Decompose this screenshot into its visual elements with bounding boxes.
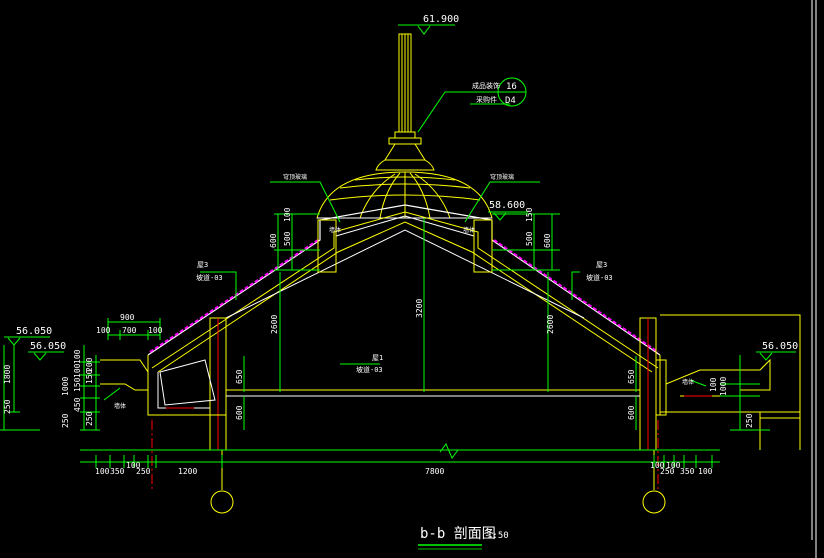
dim-bot-7800: 7800 [425,467,444,476]
dim-left-250b: 250 [85,411,94,426]
dim-bot-100b: 100 [126,461,141,470]
lintel-note-right: 墙体 [463,226,475,234]
dim-right-100: 100 [709,377,718,392]
dim-left-1800: 1800 [3,365,12,384]
dim-bot-250-left: 250 [136,467,151,476]
dim-int-600-left: 600 [235,405,244,420]
dim-bot-100c: 100 [650,461,665,470]
elevation-markers [4,24,796,361]
roof-left-note-2: 坡道-03 [196,273,223,282]
axis-grid [151,420,659,490]
dim-int-600-right: 600 [627,405,636,420]
dim-bot-250: 250 [660,467,675,476]
floor-note-2: 坡道-03 [356,365,383,374]
finial-note-2: 采购件 [476,95,497,104]
elev-eave-left: 56.050 [16,326,52,337]
roof-left-note-1: 屋3 [197,261,208,269]
finial [375,33,435,171]
dome-note-left: 穹顶玻璃 [283,173,307,181]
dim-wall-2600-right: 2600 [546,315,555,334]
dim-left-100b: 100 [73,349,82,364]
drawing-title-block: b-b 剖面图 1:50 [418,526,509,550]
axis-bubble-right [642,490,666,514]
floor-note-1: 屋1 [372,354,383,362]
dim-left-250c: 250 [61,413,70,428]
dim-left-200: 200 [85,357,94,372]
elev-ridge: 58.600 [489,200,525,211]
drawing-title: b-b 剖面图 [420,526,496,542]
roof-right-note-1: 屋3 [596,261,607,269]
detail-sheet: D4 [505,96,516,106]
elev-eave-right: 56.050 [762,341,798,352]
finial-note-1: 成品装饰 [472,81,500,90]
lintel-note-left: 墙体 [329,226,341,234]
dim-bot-350b: 350 [680,467,695,476]
axis-bubble-left [210,490,234,514]
dim-top-700: 700 [122,326,137,335]
dim-dome-right-500: 500 [525,231,534,246]
dim-bot-1200: 1200 [178,467,197,476]
dim-dome-right-600: 600 [543,233,552,248]
dim-dome-left-100: 100 [283,207,292,222]
dim-left-150b: 150 [85,369,94,384]
walls-and-slab [100,314,801,451]
axis-bubbles [210,450,666,514]
dim-wall-2600-left: 2600 [270,315,279,334]
dim-left-100a: 100 [73,363,82,378]
finial-callout [417,77,527,133]
dimension-lines [0,181,770,468]
eave-note-left: 墙体 [114,402,126,410]
glass-dome [316,171,493,219]
dim-right-1000: 1000 [719,377,728,396]
dim-left-250: 250 [3,399,12,414]
dim-right-250: 250 [745,413,754,428]
dim-top-100b: 100 [148,326,163,335]
dim-bot-100e: 100 [698,467,713,476]
dim-bot-100d: 100 [666,461,681,470]
dim-left-450: 450 [73,397,82,412]
dim-top-900: 900 [120,313,135,322]
dim-left-150: 150 [73,377,82,392]
roof-structure [147,204,661,373]
dim-dome-left-500: 500 [283,231,292,246]
dim-center-3200: 3200 [415,299,424,318]
dim-bot-350a: 350 [110,467,125,476]
dim-int-650-right: 650 [627,369,636,384]
elev-finial-top: 61.900 [423,14,459,25]
drawing-scale: 1:50 [487,531,509,541]
dim-bot-100a: 100 [95,467,110,476]
elev-eave-left-inner: 56.050 [30,341,66,352]
dim-int-650-left: 650 [235,369,244,384]
detail-number: 16 [506,82,517,92]
dome-note-right: 穹顶玻璃 [490,173,514,181]
dim-left-1000: 1000 [61,377,70,396]
dim-dome-left-600: 600 [269,233,278,248]
dim-dome-right-150: 150 [525,207,534,222]
dim-top-100a: 100 [96,326,111,335]
eave-note-right: 墙体 [682,378,694,386]
roof-right-note-2: 坡道-03 [586,273,613,282]
